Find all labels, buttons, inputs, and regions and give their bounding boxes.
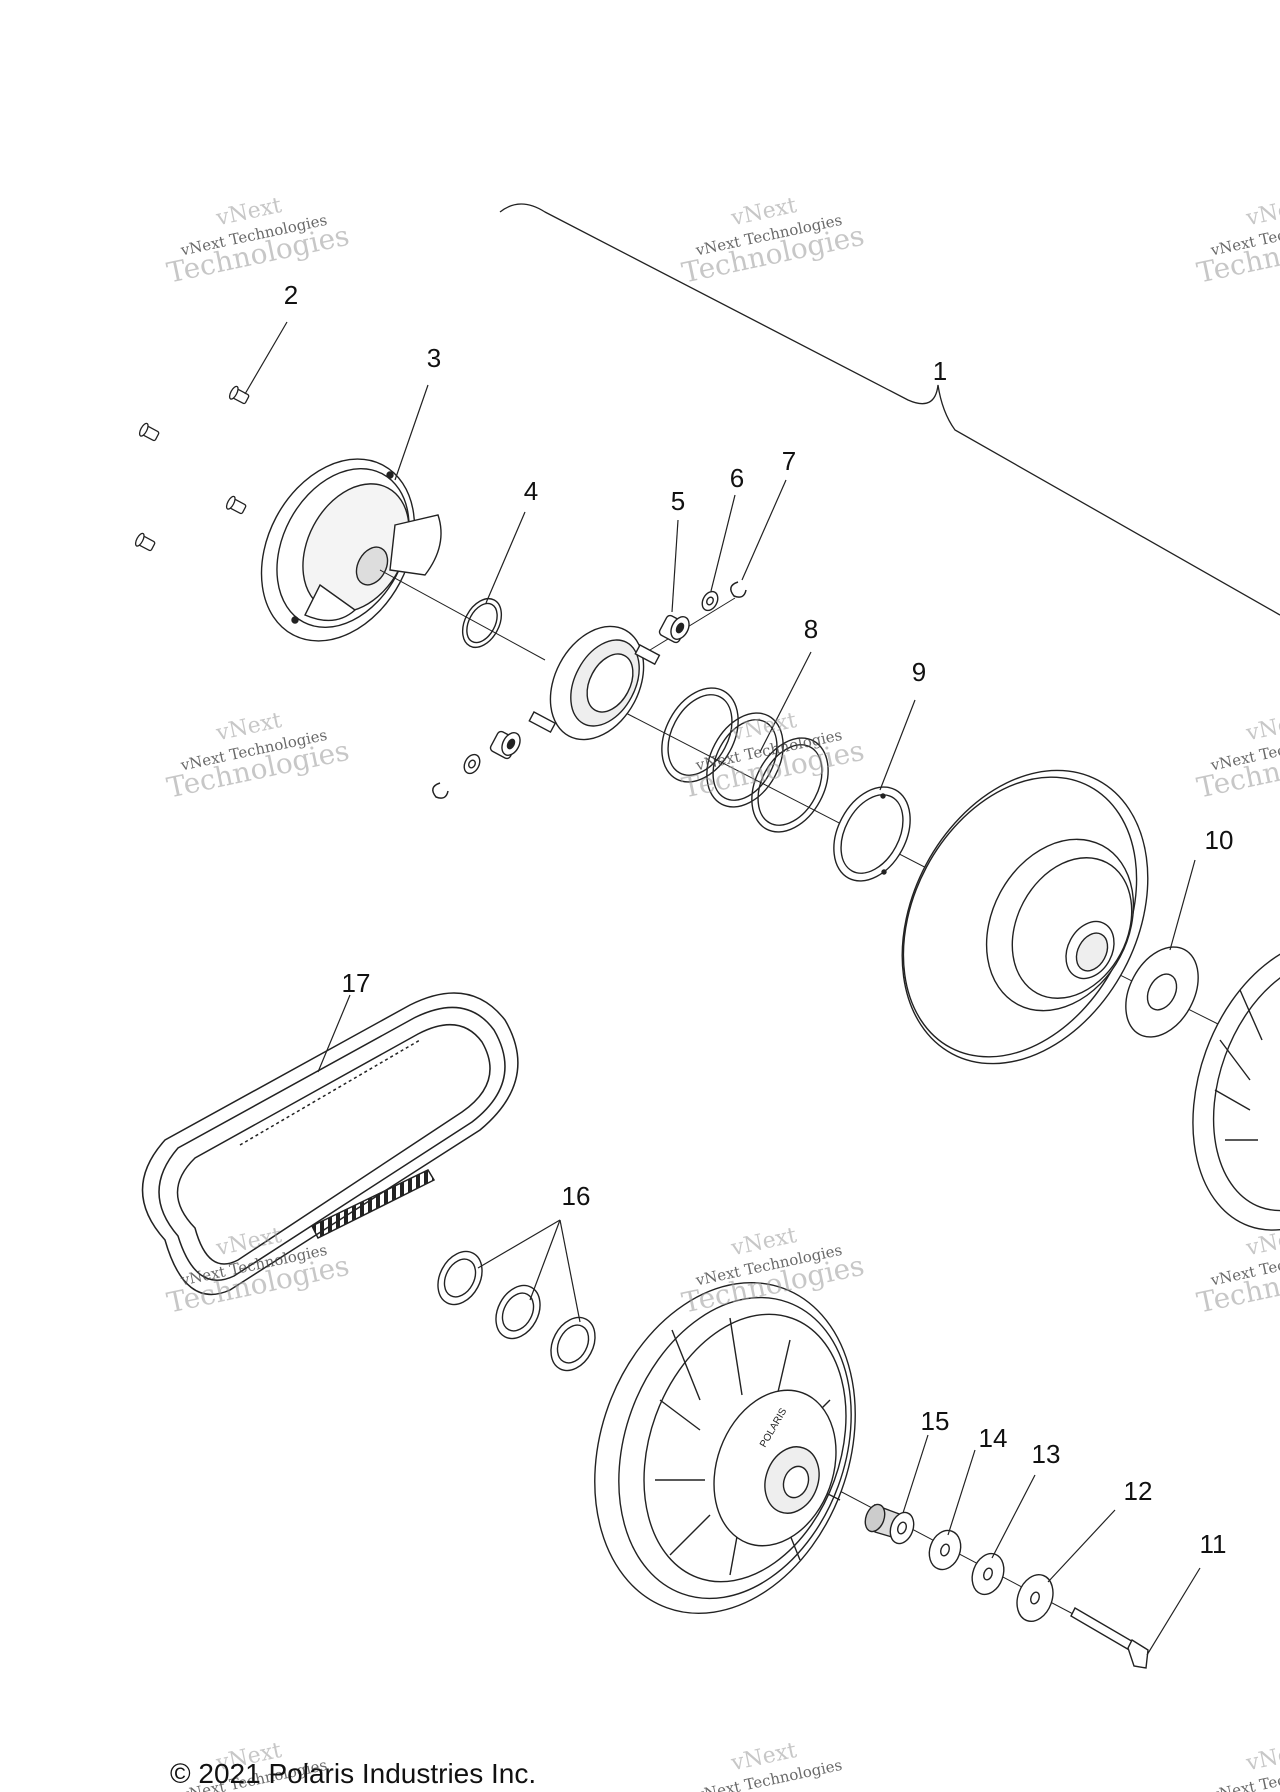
- bolt-icon: [1071, 1608, 1148, 1668]
- callout-12: 12: [1124, 1476, 1153, 1506]
- hub-icon: [529, 610, 662, 755]
- spring-icon: [647, 675, 844, 845]
- drive-belt-icon: [143, 993, 518, 1294]
- callout-1: 1: [933, 356, 947, 386]
- watermark: vNext vNext Technologies Technologies: [1194, 193, 1280, 290]
- callout-15: 15: [921, 1406, 950, 1436]
- callout-10: 10: [1205, 825, 1234, 855]
- watermark: vNext vNext Technologies Technologies: [164, 708, 352, 805]
- spacer-icon: [862, 1502, 918, 1547]
- callout-16: 16: [562, 1181, 591, 1211]
- callout-4: 4: [524, 476, 538, 506]
- callout-6: 6: [730, 463, 744, 493]
- watermark: vNext vNext Technologies Technologies: [164, 193, 352, 290]
- shim-washer-icon: [429, 1244, 604, 1378]
- watermark-text: vNext: [1243, 1738, 1280, 1776]
- watermark: vNext vNext Technologies Technologies: [679, 708, 867, 805]
- snap-ring-icon: [455, 592, 509, 654]
- movable-sheave-icon: [853, 728, 1196, 1107]
- callout-2: 2: [284, 280, 298, 310]
- watermark: vNext vNext Technologies Technologies: [1194, 708, 1280, 805]
- seal-ring-icon: [819, 774, 926, 894]
- callout-11: 11: [1200, 1529, 1227, 1559]
- e-clip-icon: [433, 582, 746, 798]
- callout-5: 5: [671, 486, 685, 516]
- copyright-notice: © 2021 Polaris Industries Inc.: [170, 1758, 537, 1789]
- assembly-bracket: [500, 204, 1280, 615]
- watermark: vNext vNext Technologies Technologies: [679, 193, 867, 290]
- fixed-sheave-icon: [1155, 910, 1280, 1260]
- screw-icon: [134, 385, 250, 553]
- flat-washer-icon: [924, 1526, 1059, 1626]
- watermark: vNext vNext Technologies: [693, 1738, 843, 1792]
- callout-labels: 1 2 3 4 5 6 7 8 9 10 11 12 13 14 15 16 1…: [284, 280, 1234, 1559]
- bearing-icon: [489, 614, 693, 760]
- callout-3: 3: [427, 343, 441, 373]
- thrust-washer-icon: [1111, 935, 1213, 1050]
- washer-icon: [461, 589, 721, 776]
- callout-7: 7: [782, 446, 796, 476]
- watermark: vNext vNext Technologies: [1208, 1738, 1280, 1792]
- callout-17: 17: [342, 968, 371, 998]
- callout-14: 14: [979, 1423, 1008, 1453]
- cover-housing-icon: [231, 432, 445, 667]
- leader-lines: [245, 322, 1200, 1655]
- callout-8: 8: [804, 614, 818, 644]
- callout-9: 9: [912, 657, 926, 687]
- callout-13: 13: [1032, 1439, 1061, 1469]
- watermark-text: vNext: [1243, 193, 1280, 231]
- driven-sheave-icon: POLARIS: [550, 1246, 899, 1650]
- watermark-text: vNext: [1243, 708, 1280, 746]
